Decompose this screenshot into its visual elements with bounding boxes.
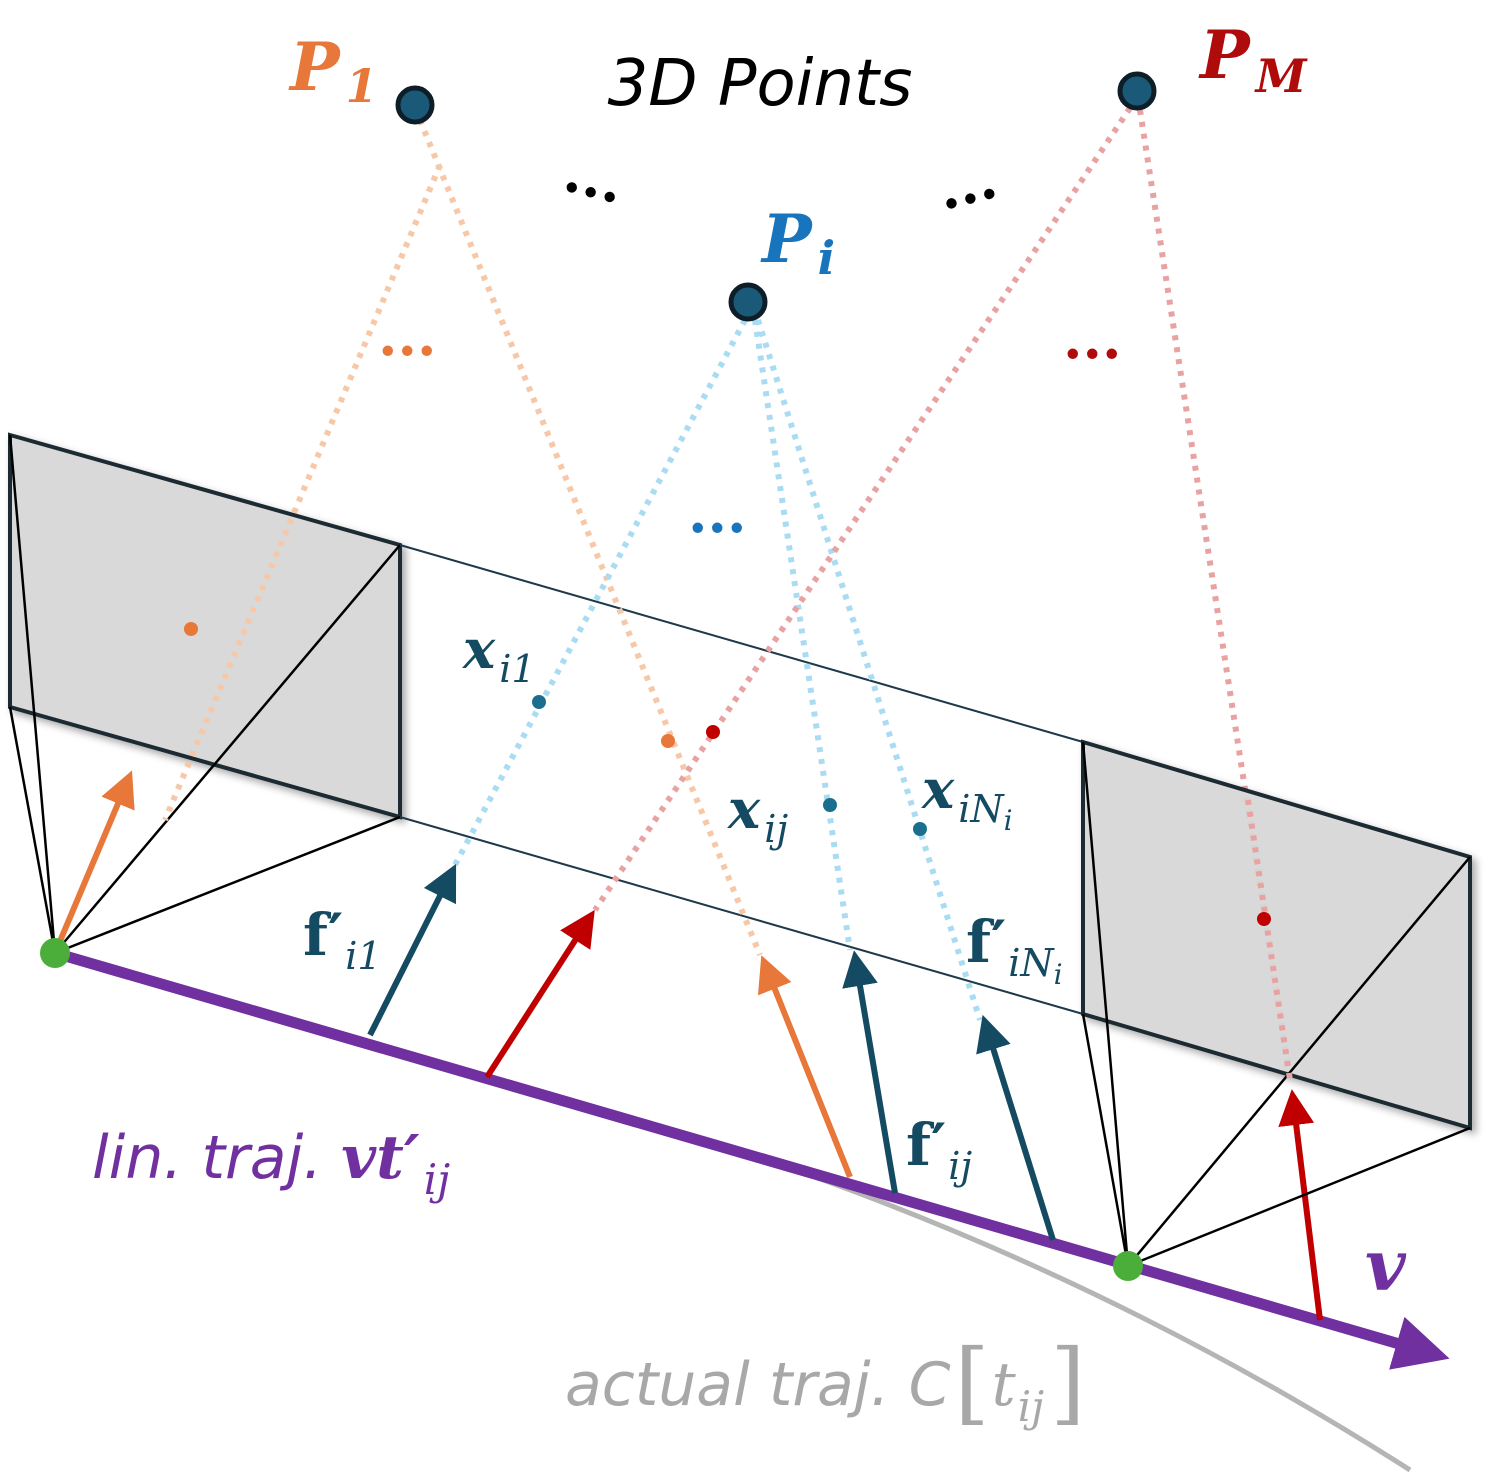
label-velocity: v [1365,1224,1407,1307]
obs-dot-pm-right [1257,912,1271,926]
ellipsis-orange: ... [378,303,437,369]
ellipsis-red: ... [1063,306,1122,372]
point-pi [728,282,768,322]
ray-p1-left [162,163,443,822]
title-3d-points: 3D Points [608,47,913,121]
obs-dot-xij [823,798,837,812]
arrow-fiNi [976,1014,1056,1241]
linear-trajectory-arrow [53,947,1450,1370]
label-fij: f′ij [906,1111,972,1188]
obs-dot-xi1 [532,695,546,709]
camera-center-right [1113,1251,1143,1281]
arrow-fij [842,950,898,1194]
label-actual-trajectory: actual traj. C[tij] [565,1330,1085,1435]
camera-center-left [40,938,70,968]
left-image-plane [8,432,402,820]
ray-pi-N [755,319,983,1021]
ellipsis-top-left: ... [558,139,631,217]
point-pm [1117,71,1157,111]
arrow-red-left [484,909,595,1079]
right-camera [1081,739,1472,1268]
arrow-orange-left [52,770,135,955]
bearing-arrows [52,770,1323,1321]
ellipsis-top-right: ... [930,145,1003,223]
obs-dot-xiNi [913,822,927,836]
frame-connector-top [399,544,1084,743]
arrow-orange-mid [757,955,853,1179]
arrow-fi1 [367,863,457,1037]
obs-dot-p1-mid [661,734,675,748]
label-linear-trajectory: lin. traj. vt′ij [92,1123,450,1204]
ray-pm-left [592,106,1133,912]
obs-dot-pm-left [706,725,720,739]
obs-dot-p1-left [184,622,198,636]
ray-pi-j [752,319,853,951]
ellipsis-blue: ... [688,480,747,546]
arrow-red-right [1278,1089,1323,1321]
label-fi1: f′i1 [303,901,382,978]
frame-connector-bottom [399,816,1084,1015]
left-camera [8,432,402,955]
right-image-plane [1081,739,1472,1131]
point-p1 [395,85,435,125]
label-fiNi: f′iNi [966,908,1063,991]
ray-pi-1 [452,318,748,867]
